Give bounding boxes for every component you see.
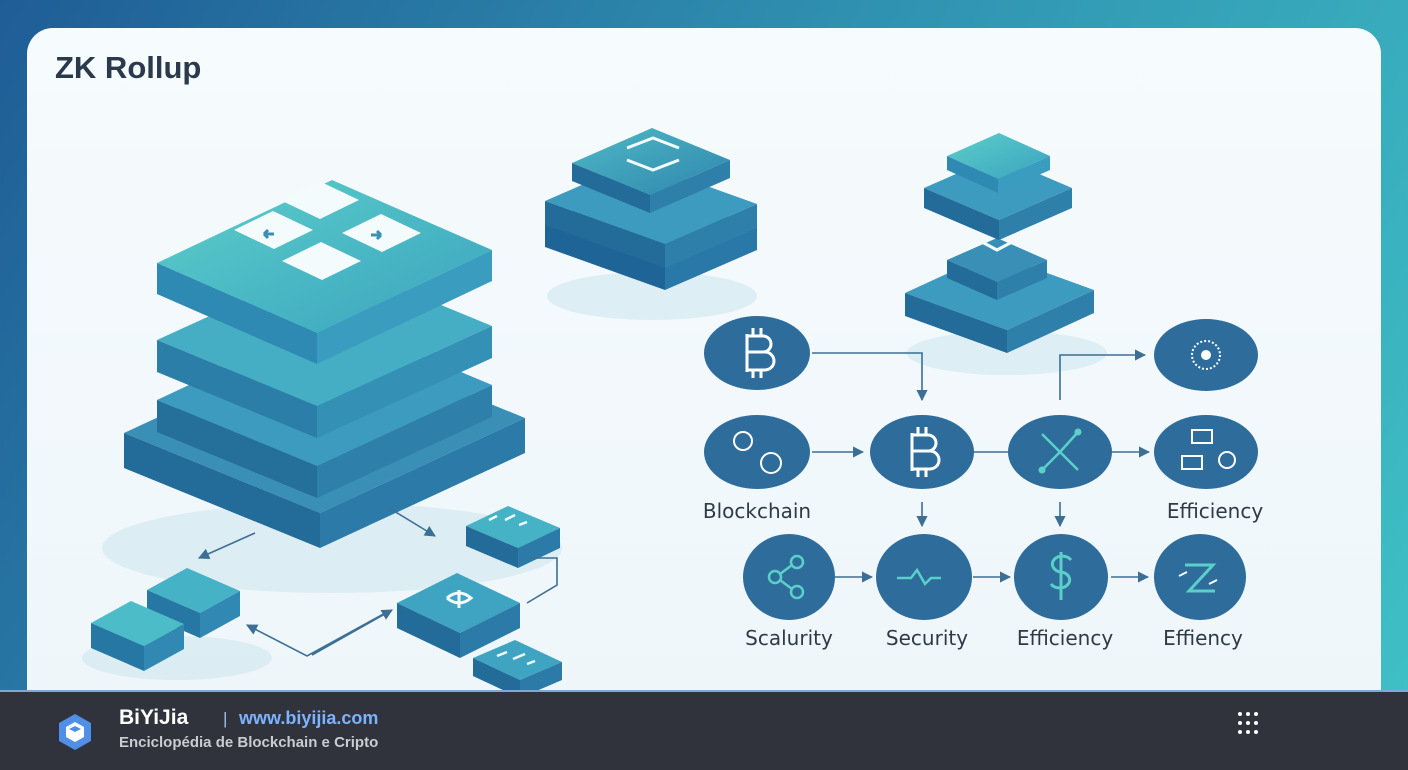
node-label-effiency: Effiency [1163, 626, 1243, 650]
dashboard-icon [1191, 429, 1213, 444]
brand-name: BiYiJia [119, 706, 189, 729]
arrow-right-icon [371, 229, 383, 241]
page-title: ZK Rollup [55, 50, 202, 85]
small-block-center [197, 506, 562, 698]
node-efficiency-mid: Efficiency [1014, 534, 1113, 650]
bitcoin-icon [745, 328, 776, 378]
flow-connectors [812, 349, 1151, 583]
expand-arrows-icon [626, 136, 680, 172]
network-icon [1041, 431, 1079, 471]
website-link[interactable]: www.biyijia.com [239, 708, 379, 728]
node-label-security: Security [886, 626, 968, 650]
arrow-left-icon [262, 228, 274, 240]
tools-icon [496, 650, 536, 666]
zk-symbol-icon [1185, 563, 1217, 593]
grid-dots-icon[interactable] [1237, 711, 1265, 739]
node-efficiency-top: Efficiency [1154, 415, 1263, 523]
gears-icon [733, 431, 753, 451]
chevron-down-icon [981, 240, 1013, 252]
small-block-left [82, 568, 272, 680]
node-label-blockchain: Blockchain [703, 499, 811, 523]
bitcoin-icon [910, 427, 941, 477]
footer-bar: BiYiJia | www.biyijia.com Enciclopédia d… [0, 690, 1408, 770]
footer-separator: | [223, 709, 228, 728]
node-blockchain: Blockchain [703, 415, 811, 523]
zk-rollup-diagram: Blockchain Efficiency Scalurity [82, 128, 1263, 698]
content-card: ZK Rollup [27, 28, 1381, 740]
tile-icon [280, 181, 359, 219]
node-effiency: Effiency [1154, 534, 1246, 650]
node-label-efficiency-top: Efficiency [1167, 499, 1264, 523]
right-layer-stack [905, 133, 1107, 375]
footer-tagline: Enciclopédia de Blockchain e Cripto [119, 734, 379, 751]
node-bitcoin-center [870, 415, 974, 489]
node-security: Security [876, 534, 972, 650]
node-bitcoin-top [704, 316, 810, 390]
tools-icon [488, 513, 528, 527]
node-shield-top-right [1154, 319, 1258, 391]
pulse-icon [897, 567, 941, 587]
node-network [1008, 415, 1112, 489]
node-scalurity: Scalurity [743, 534, 835, 650]
dollar-icon [1049, 552, 1073, 600]
gear-icon [1191, 340, 1221, 370]
node-label-efficiency-mid: Efficiency [1017, 626, 1114, 650]
chain-link-icon [446, 590, 474, 608]
node-label-scalurity: Scalurity [745, 626, 833, 650]
share-icon [767, 569, 783, 585]
middle-layer-stack [545, 128, 757, 320]
hexagon-cube-icon [59, 714, 91, 750]
large-layer-stack [102, 180, 562, 593]
